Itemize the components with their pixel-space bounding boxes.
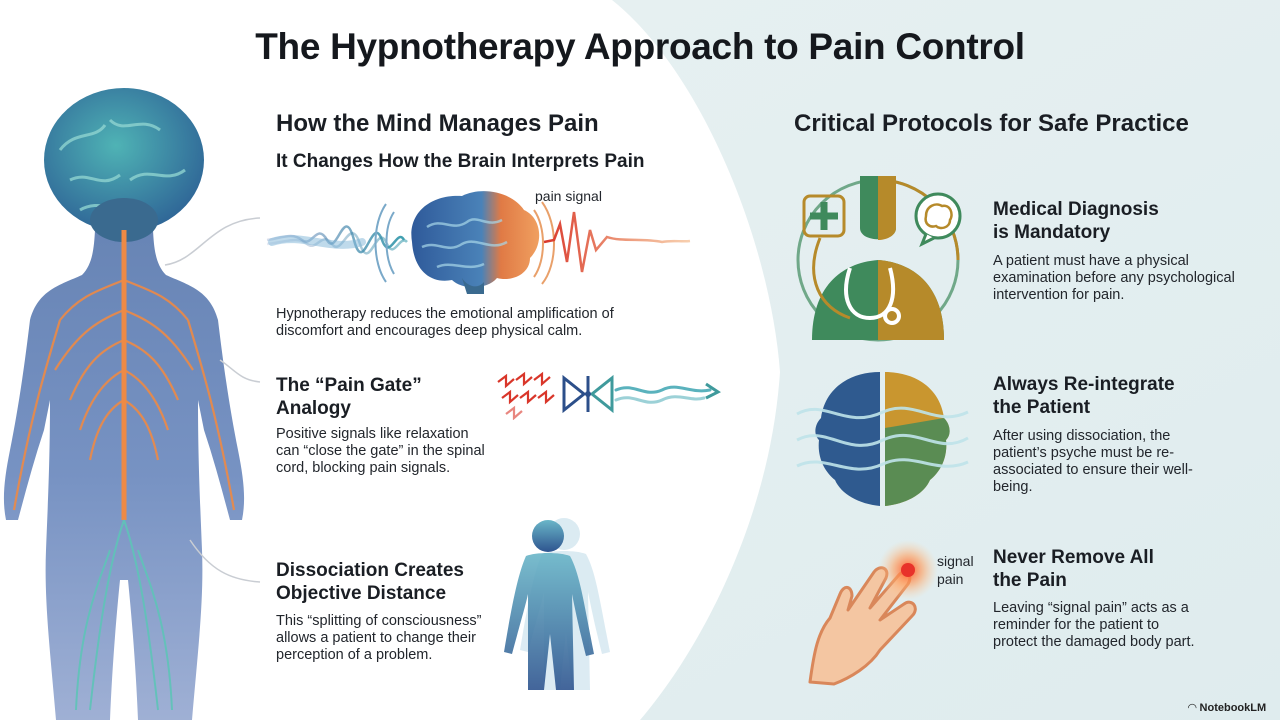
protocol-2-title: Always Re-integrate the Patient: [993, 373, 1253, 419]
signal-pain-label: signal pain: [937, 552, 974, 588]
protocol-3-title: Never Remove All the Pain: [993, 546, 1253, 592]
right-section-heading: Critical Protocols for Safe Practice: [794, 110, 1189, 137]
pain-gate-title-line2: Analogy: [276, 398, 351, 419]
connector-lines: [164, 217, 261, 583]
protocol-1-title-line2: is Mandatory: [993, 222, 1111, 243]
doctor-icon: [796, 176, 962, 342]
protocol-1-description: A patient must have a physical examinati…: [993, 253, 1235, 303]
protocol-3-title-line1: Never Remove All: [993, 547, 1154, 568]
pain-gate-title-line1: The “Pain Gate”: [276, 375, 422, 396]
dissociated-figure-illustration: [504, 518, 610, 690]
dissociation-description: This “splitting of consciousness” allows…: [276, 613, 482, 663]
protocol-2-description: After using dissociation, the patient’s …: [993, 428, 1193, 495]
page-title: The Hypnotherapy Approach to Pain Contro…: [255, 26, 1025, 67]
pain-signal-label: pain signal: [535, 188, 602, 204]
pain-gate-title: The “Pain Gate” Analogy: [276, 374, 486, 420]
protocol-2-title-line1: Always Re-integrate: [993, 374, 1175, 395]
notebooklm-logo-icon: ◠: [1188, 702, 1197, 714]
protocol-1-title: Medical Diagnosis is Mandatory: [993, 198, 1253, 244]
brain-description: Hypnotherapy reduces the emotional ampli…: [276, 306, 614, 339]
branding: ◠ NotebookLM: [1188, 701, 1266, 714]
hand-signal-pain-icon: [808, 540, 938, 686]
protocol-3-description: Leaving “signal pain” acts as a reminder…: [993, 600, 1195, 650]
left-section-heading: How the Mind Manages Pain: [276, 110, 599, 137]
dissociation-title-line1: Dissociation Creates: [276, 560, 464, 581]
human-nervous-system-illustration: [3, 88, 245, 720]
protocol-1-title-line1: Medical Diagnosis: [993, 199, 1159, 220]
branding-label: NotebookLM: [1199, 702, 1267, 714]
reintegration-faces-icon: [796, 372, 969, 506]
left-section-subheading: It Changes How the Brain Interprets Pain: [276, 151, 645, 172]
protocol-3-title-line2: the Pain: [993, 570, 1067, 591]
signal-pain-label-line1: signal: [937, 553, 974, 569]
protocol-2-title-line2: the Patient: [993, 397, 1091, 418]
dissociation-title: Dissociation Creates Objective Distance: [276, 559, 506, 605]
dissociation-title-line2: Objective Distance: [276, 583, 447, 604]
pain-gate-illustration: [497, 371, 721, 420]
brain-wave-illustration: [266, 191, 691, 294]
pain-gate-description: Positive signals like relaxation can “cl…: [276, 426, 485, 476]
signal-pain-label-line2: pain: [937, 571, 964, 587]
